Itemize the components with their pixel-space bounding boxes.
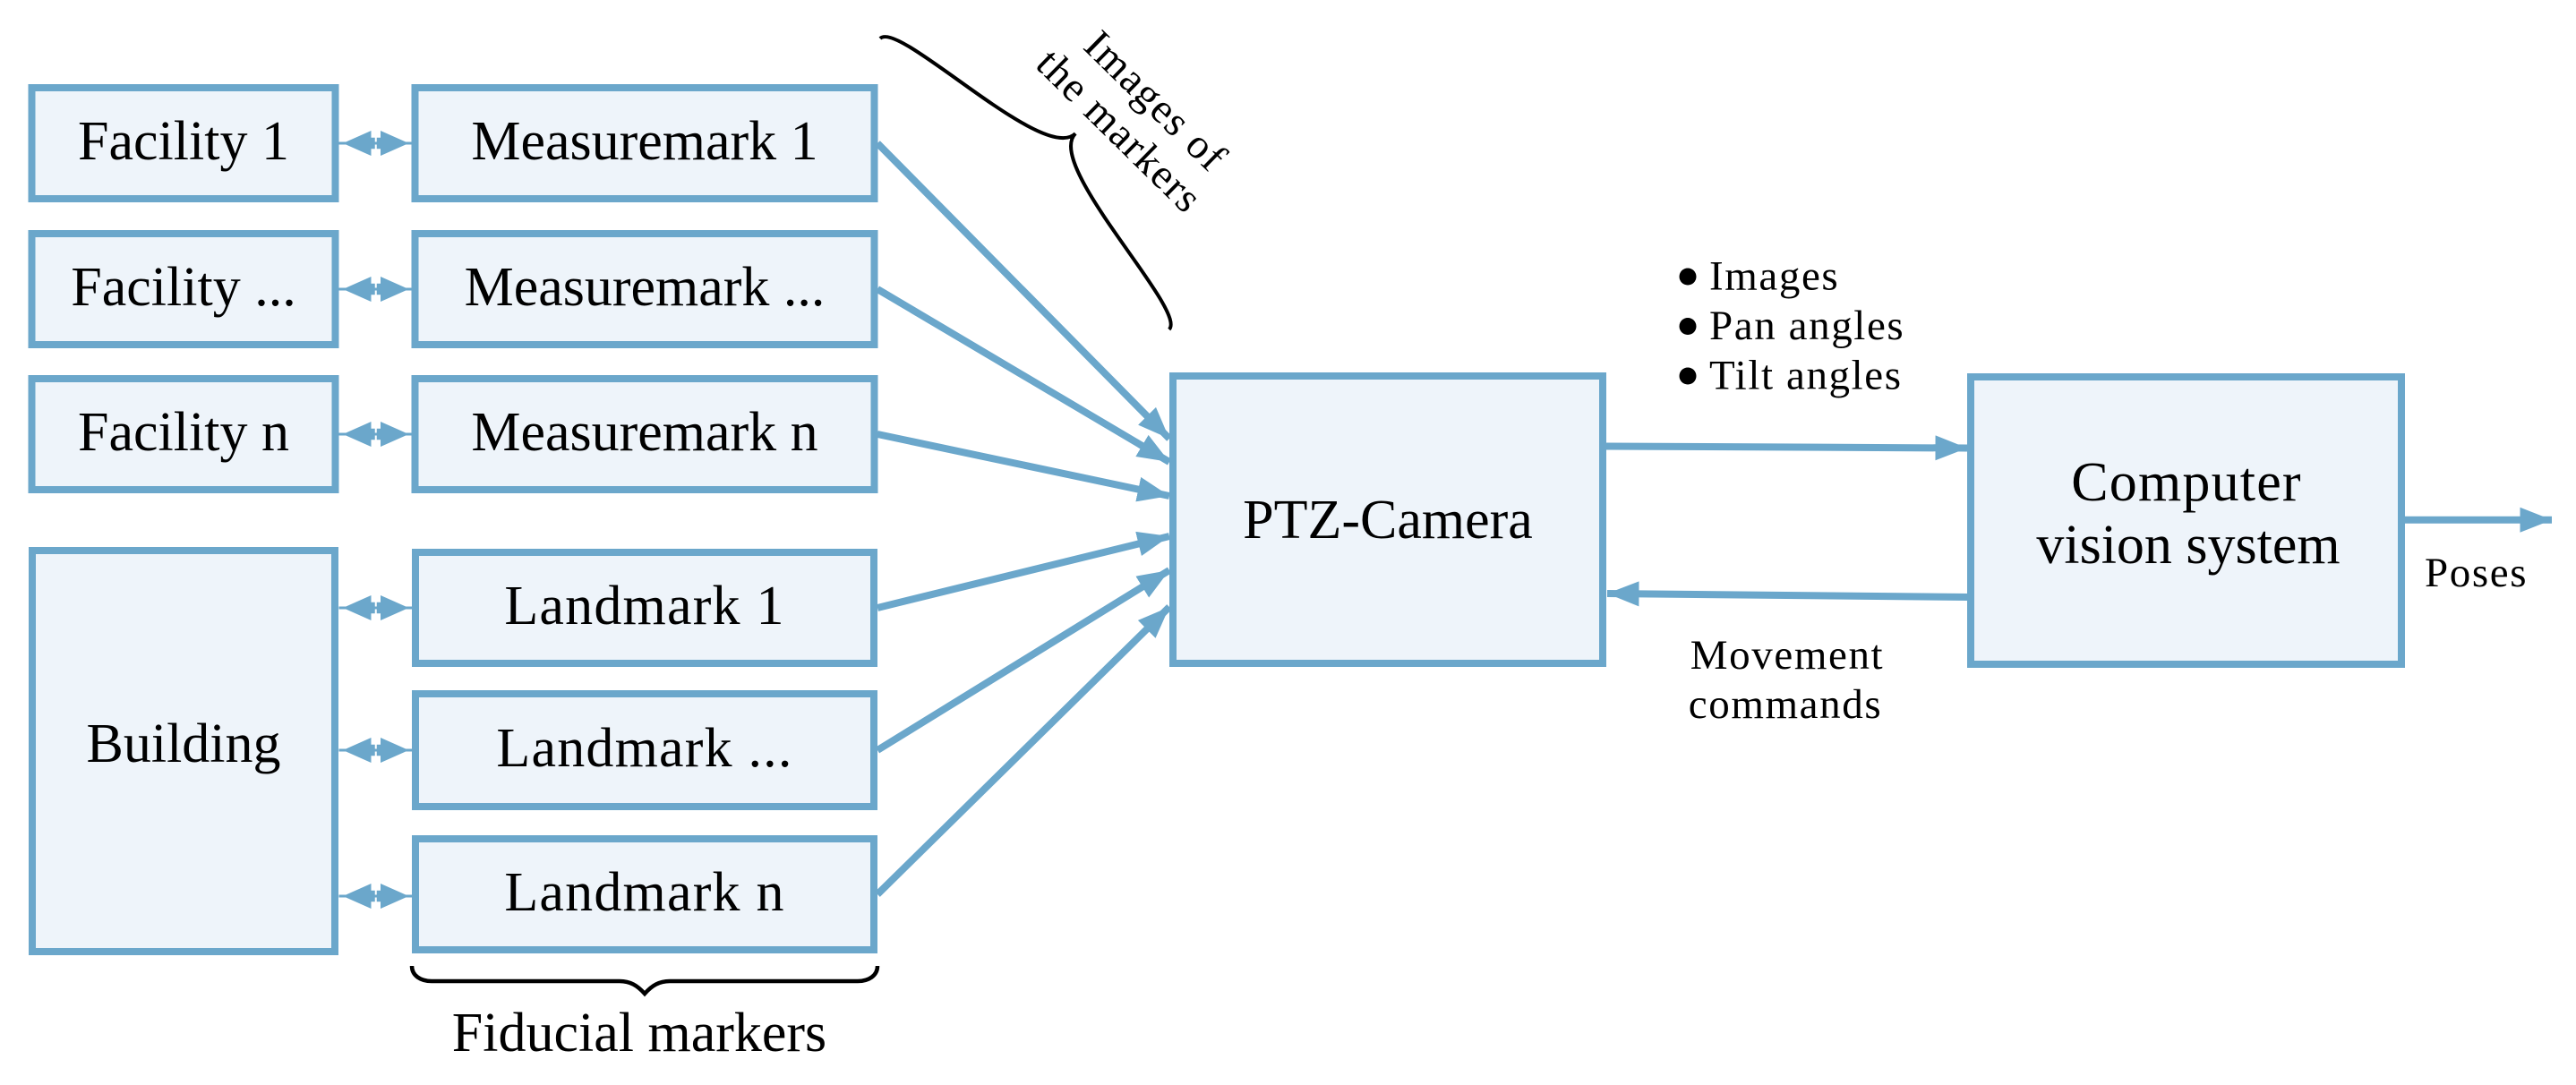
svg-text:Poses: Poses: [2425, 550, 2528, 596]
svg-text:Images: Images: [1709, 253, 1839, 300]
svg-text:Computer: Computer: [2071, 452, 2302, 513]
svg-text:Measuremark 1: Measuremark 1: [471, 111, 817, 172]
svg-text:Landmark ...: Landmark ...: [496, 718, 792, 779]
svg-text:Facility ...: Facility ...: [71, 257, 295, 318]
svg-text:PTZ-Camera: PTZ-Camera: [1243, 490, 1533, 551]
svg-text:vision system: vision system: [2036, 515, 2340, 576]
svg-text:Landmark 1: Landmark 1: [504, 576, 784, 636]
svg-text:Measuremark ...: Measuremark ...: [465, 257, 826, 318]
svg-text:Fiducial markers: Fiducial markers: [452, 1003, 826, 1064]
svg-text:Facility 1: Facility 1: [78, 111, 289, 172]
svg-text:Measuremark n: Measuremark n: [471, 402, 817, 463]
svg-text:commands: commands: [1689, 681, 1882, 728]
svg-text:Movement: Movement: [1690, 632, 1884, 679]
svg-text:Pan angles: Pan angles: [1709, 303, 1904, 349]
svg-text:Building: Building: [86, 713, 280, 774]
svg-text:Landmark n: Landmark n: [504, 862, 784, 923]
svg-text:Tilt angles: Tilt angles: [1709, 353, 1903, 399]
svg-text:Facility n: Facility n: [78, 402, 289, 463]
